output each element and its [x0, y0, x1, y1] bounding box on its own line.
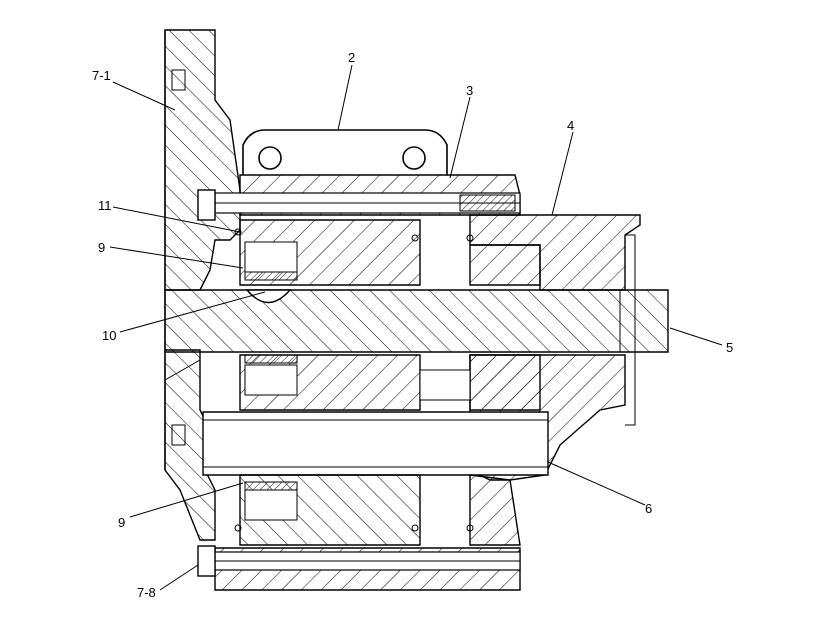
bolts: [197, 189, 216, 577]
lower-gear: [239, 354, 541, 411]
label-5: 5: [726, 340, 733, 355]
label-3: 3: [466, 83, 473, 98]
label-9-upper: 9: [98, 240, 105, 255]
mounting-bracket: [242, 129, 448, 175]
leader-lines: [109, 64, 723, 591]
label-9-lower: 9: [118, 515, 125, 530]
part-labels: 7-1 2 3 4 11 9 10 5 6 9 7-8: [92, 50, 733, 600]
lower-shaft: [202, 411, 549, 546]
label-10: 10: [102, 328, 116, 343]
label-7-8: 7-8: [137, 585, 156, 600]
label-6: 6: [645, 501, 652, 516]
bottom-housing: [214, 547, 521, 591]
label-7-1: 7-1: [92, 68, 111, 83]
label-2: 2: [348, 50, 355, 65]
seal-rings: [234, 228, 474, 532]
upper-gear: [239, 219, 541, 304]
label-4: 4: [567, 118, 574, 133]
label-11: 11: [98, 198, 112, 213]
drive-shaft: [164, 289, 669, 353]
top-housing: [214, 174, 521, 216]
